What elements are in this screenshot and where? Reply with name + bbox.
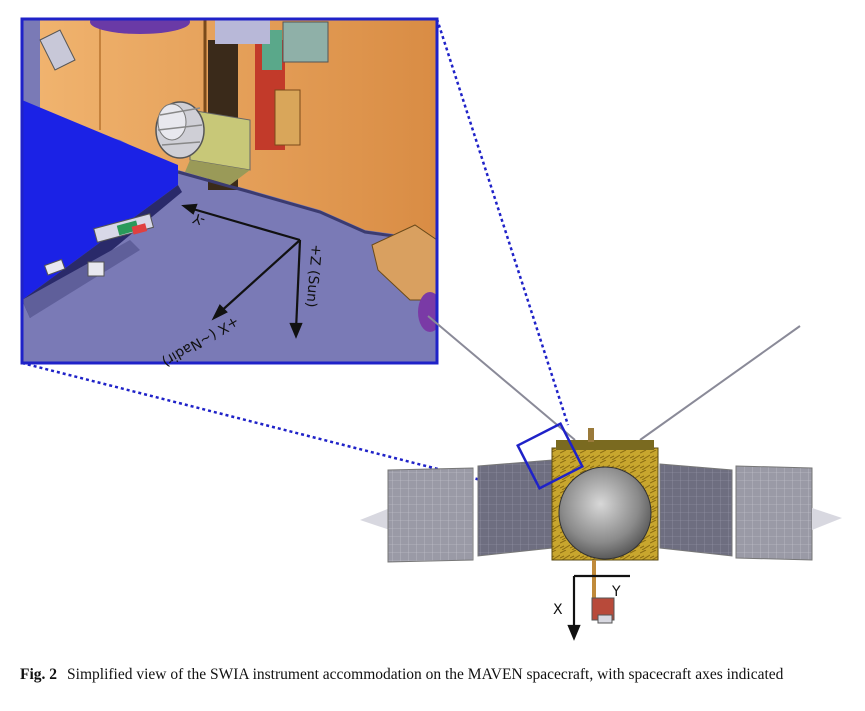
inset-axes: [181, 203, 303, 339]
spacecraft-axis-y: Y: [611, 584, 621, 600]
maven-figure: -Y +X (~Nadir) +Z (Sun) X: [20, 17, 842, 641]
figure-label: Fig. 2: [20, 666, 58, 683]
inset-border: [20, 17, 439, 365]
inset-axis-minus-y: -Y: [191, 209, 207, 228]
swia-location-box: [516, 422, 584, 490]
spacecraft-axes: [567, 574, 630, 641]
figure-caption-text: Simplified view of the SWIA instrument a…: [67, 666, 784, 683]
maven-spacecraft: [360, 315, 842, 624]
figure-caption: Fig. 2 Simplified view of the SWIA instru…: [20, 665, 850, 685]
spacecraft-axis-x: X: [553, 602, 563, 618]
projection-lines: [21, 18, 570, 494]
inset-view: [22, 19, 437, 363]
inset-axis-plus-z: +Z (Sun): [302, 244, 323, 308]
